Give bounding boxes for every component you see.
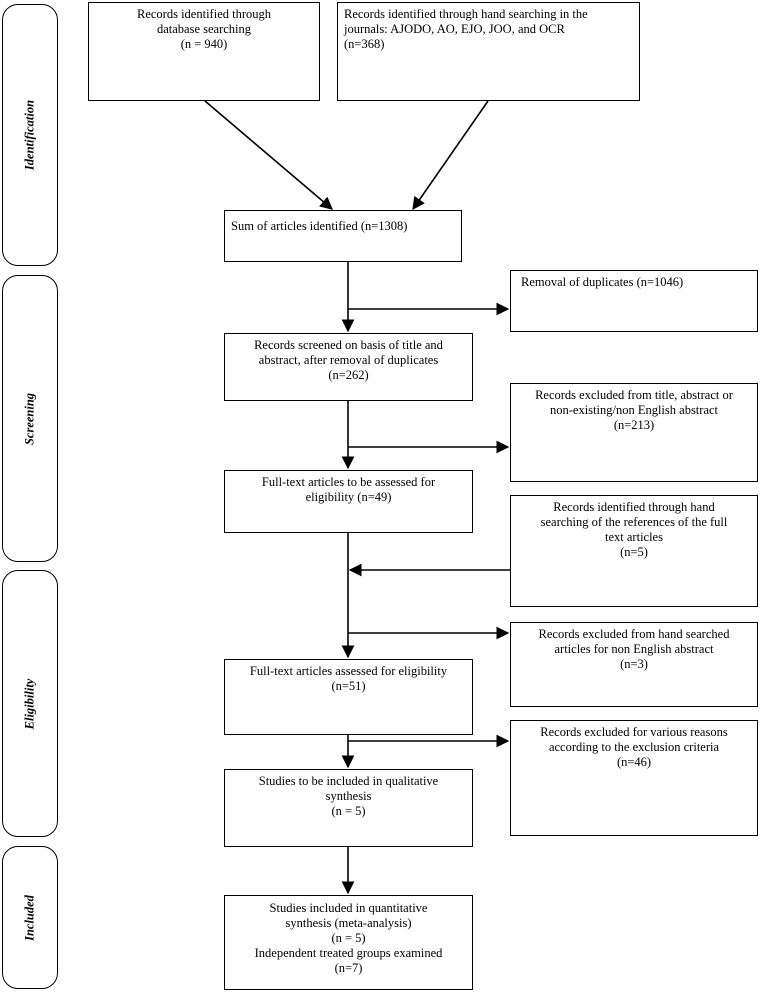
box-removal-duplicates: Removal of duplicates (n=1046) (510, 270, 758, 332)
box-excluded-various: Records excluded for various reasons acc… (510, 720, 758, 836)
arrow-hand-to-sum (412, 100, 489, 211)
box-hand-search: Records identified through hand searchin… (337, 2, 640, 101)
box-quantitative: Studies included in quantitative synthes… (224, 895, 473, 990)
box-qualitative: Studies to be included in qualitative sy… (224, 769, 473, 847)
box-sum-identified: Sum of articles identified (n=1308) (224, 210, 462, 262)
stage-identification: Identification (2, 4, 58, 266)
box-excluded-title: Records excluded from title, abstract or… (510, 383, 758, 482)
stage-eligibility: Eligibility (2, 570, 58, 837)
box-database-search: Records identified through database sear… (88, 2, 320, 101)
stage-included: Included (2, 846, 58, 989)
stage-screening: Screening (2, 275, 58, 562)
arrow-database-to-sum (204, 100, 333, 210)
box-hand-search-refs: Records identified through hand searchin… (510, 495, 758, 607)
box-excluded-hand: Records excluded from hand searched arti… (510, 622, 758, 707)
box-fulltext-assessed: Full-text articles assessed for eligibil… (224, 659, 473, 735)
box-screened: Records screened on basis of title and a… (224, 333, 473, 401)
box-fulltext-to-assess: Full-text articles to be assessed for el… (224, 470, 473, 533)
